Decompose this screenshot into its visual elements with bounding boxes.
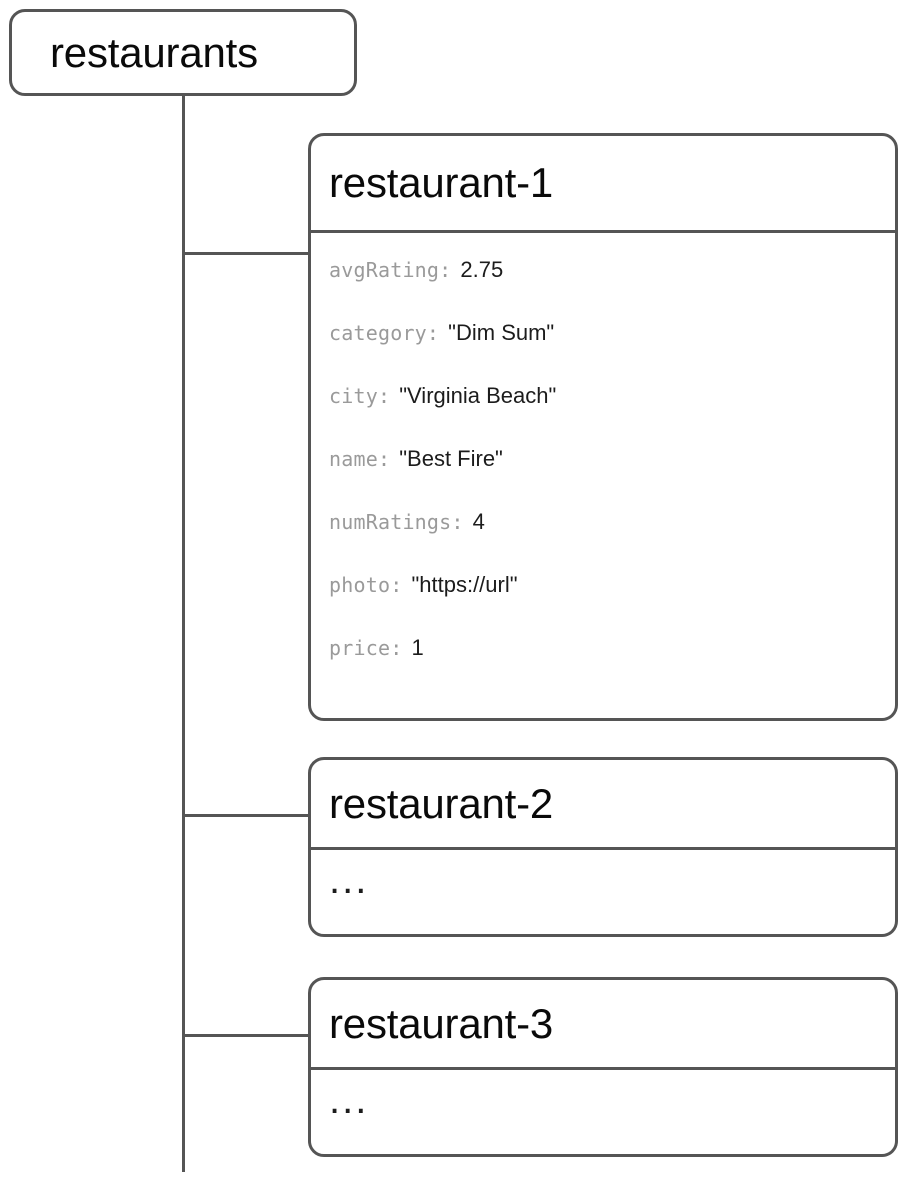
field-value: 2.75 (460, 257, 504, 282)
collection-node-label: restaurants (50, 28, 258, 76)
document-title: restaurant-1 (329, 159, 554, 206)
field-row: numRatings: 4 (329, 509, 895, 572)
document-node-restaurant-1[interactable]: restaurant-1 avgRating: 2.75 category: "… (308, 133, 898, 721)
field-row: photo: "https://url" (329, 572, 895, 635)
collection-trunk-line (182, 95, 185, 1172)
document-header: restaurant-1 (311, 136, 895, 233)
document-fields: ... (311, 1070, 895, 1143)
field-key: category: (329, 321, 440, 345)
field-value: "Virginia Beach" (399, 383, 557, 408)
fields-ellipsis: ... (329, 858, 369, 902)
field-row: price: 1 (329, 635, 895, 698)
document-node-restaurant-2[interactable]: restaurant-2 ... (308, 757, 898, 937)
document-title: restaurant-3 (329, 999, 554, 1047)
document-fields: ... (311, 850, 895, 923)
document-header: restaurant-3 (311, 980, 895, 1070)
document-title: restaurant-2 (329, 779, 554, 827)
field-row: name: "Best Fire" (329, 446, 895, 509)
field-row: avgRating: 2.75 (329, 257, 895, 320)
field-value: "https://url" (411, 572, 518, 597)
field-value: 1 (411, 635, 424, 660)
field-row: category: "Dim Sum" (329, 320, 895, 383)
collection-node-restaurants[interactable]: restaurants (9, 9, 357, 96)
branch-connector-restaurant-2 (182, 814, 309, 817)
field-row: ... (329, 1080, 895, 1143)
field-row: city: "Virginia Beach" (329, 383, 895, 446)
fields-ellipsis: ... (329, 1078, 369, 1122)
field-value: "Best Fire" (399, 446, 503, 471)
field-row: ... (329, 860, 895, 923)
field-value: "Dim Sum" (448, 320, 555, 345)
document-node-restaurant-3[interactable]: restaurant-3 ... (308, 977, 898, 1157)
field-key: price: (329, 636, 403, 660)
field-key: numRatings: (329, 510, 464, 534)
branch-connector-restaurant-3 (182, 1034, 309, 1037)
document-fields: avgRating: 2.75 category: "Dim Sum" city… (311, 233, 895, 698)
field-key: name: (329, 447, 391, 471)
field-key: photo: (329, 573, 403, 597)
branch-connector-restaurant-1 (182, 252, 309, 255)
field-key: avgRating: (329, 258, 452, 282)
field-key: city: (329, 384, 391, 408)
document-header: restaurant-2 (311, 760, 895, 850)
field-value: 4 (472, 509, 485, 534)
